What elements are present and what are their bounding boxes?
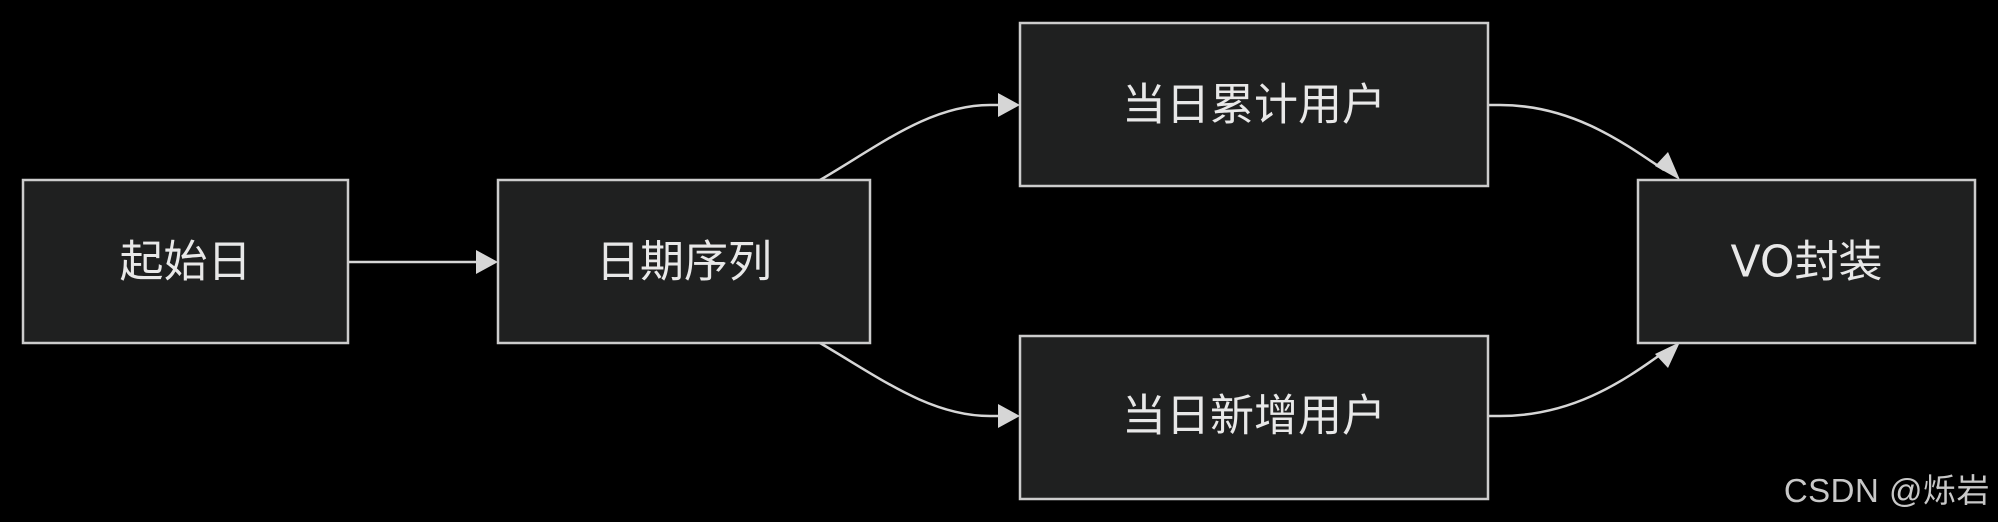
node-daily-total-users[interactable]: 当日累计用户 — [1018, 21, 1490, 188]
node-vo-wrap[interactable]: VO封装 — [1636, 178, 1977, 345]
edge-new-to-vo — [1488, 350, 1665, 418]
edges — [348, 93, 1680, 428]
node-vo-wrap-label: VO封装 — [1731, 237, 1883, 288]
node-date-sequence-label: 日期序列 — [596, 237, 772, 288]
node-daily-new-users[interactable]: 当日新增用户 — [1018, 334, 1490, 501]
arrow-head-sequence — [476, 250, 498, 274]
node-date-sequence[interactable]: 日期序列 — [496, 178, 872, 345]
arrow-head-new — [998, 404, 1020, 428]
arrow-head-vo-bottom — [1655, 342, 1680, 368]
arrow-head-vo-top — [1655, 152, 1680, 180]
node-start-day[interactable]: 起始日 — [21, 178, 350, 345]
node-daily-new-users-label: 当日新增用户 — [1122, 391, 1386, 442]
node-daily-total-users-label: 当日累计用户 — [1122, 80, 1386, 131]
node-start-day-label: 起始日 — [120, 237, 252, 288]
edge-total-to-vo — [1488, 103, 1665, 172]
edge-sequence-to-total — [819, 103, 1002, 182]
edge-sequence-to-new — [819, 341, 1002, 418]
watermark: CSDN @烁岩 — [1783, 472, 1990, 509]
arrow-head-total — [998, 93, 1020, 117]
